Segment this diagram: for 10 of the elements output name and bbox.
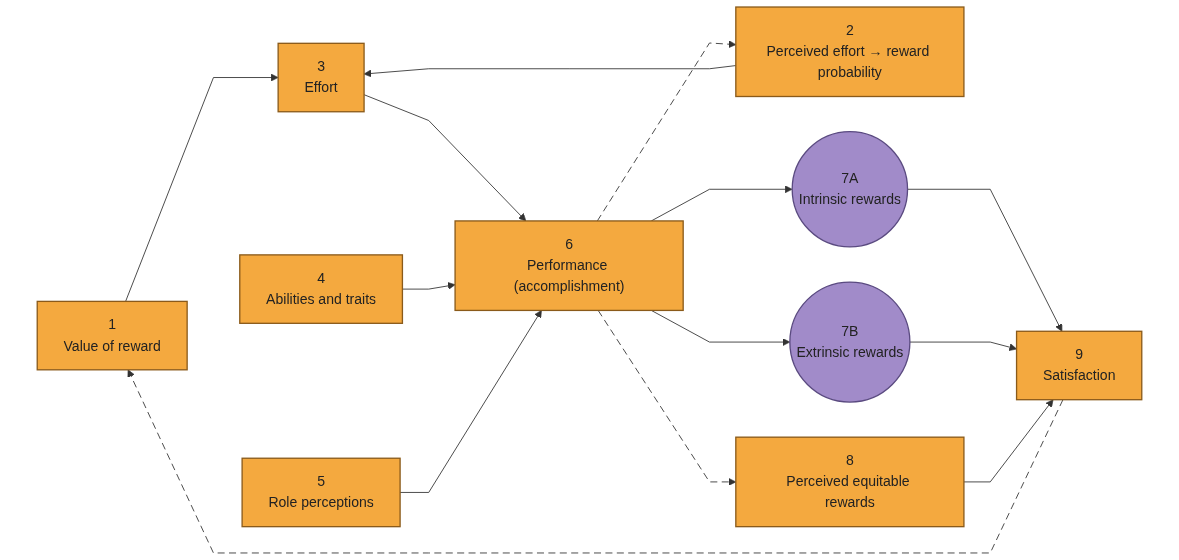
node-circle: 7B Extrinsic rewards	[789, 281, 911, 403]
node-circle: 7A Intrinsic rewards	[791, 130, 909, 248]
node-box: 4 Abilities and traits	[239, 254, 404, 324]
node-box: 6 Performance (accomplishment)	[454, 220, 684, 312]
node-box: 8 Perceived equitable rewards	[735, 436, 965, 528]
node-box: 3 Effort	[277, 42, 365, 113]
node-box: 9 Satisfaction	[1015, 330, 1143, 401]
node-box: 5 Role perceptions	[241, 457, 401, 528]
node-box: 1 Value of reward	[36, 300, 188, 371]
node-box: 2 Perceived effort → reward probability	[735, 6, 965, 98]
